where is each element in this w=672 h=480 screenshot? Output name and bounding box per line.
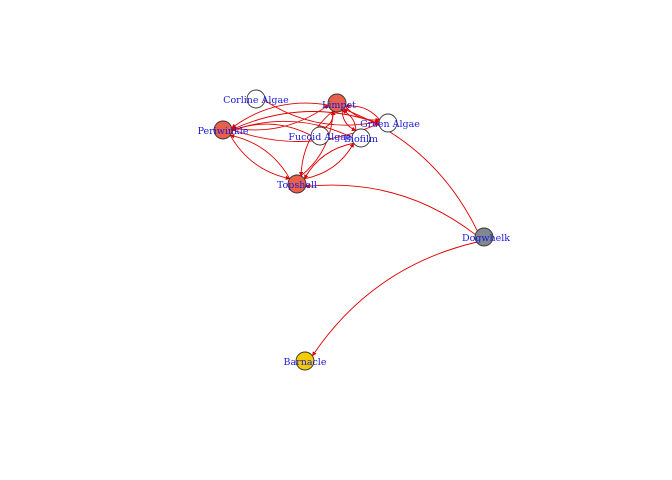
node-topshell	[287, 174, 307, 194]
node-coralline	[246, 89, 266, 109]
node-periwinkle	[213, 120, 233, 140]
node-label-green: Green Algae	[360, 119, 420, 130]
edge-limpet-to-periwinkle	[231, 102, 329, 129]
edge-topshell-to-periwinkle	[229, 133, 291, 179]
edge-dogwhelk-to-limpet	[343, 108, 478, 232]
node-dogwhelk	[474, 227, 494, 247]
edge-periwinkle-to-topshell	[229, 135, 291, 181]
edge-biofilm-to-topshell	[303, 142, 354, 180]
edge-topshell-to-biofilm	[304, 142, 355, 180]
node-biofilm	[351, 128, 371, 148]
edge-green-to-limpet	[344, 103, 380, 121]
node-label-periwinkle: Periwinkle	[198, 126, 249, 137]
edge-coralline-to-green	[264, 100, 380, 126]
node-fucoid	[310, 126, 330, 146]
node-label-coralline: Corline Algae	[223, 95, 289, 106]
node-label-dogwhelk: Dogwhelk	[462, 233, 510, 244]
edge-fucoid-to-periwinkle	[231, 123, 312, 136]
edge-green-to-periwinkle	[231, 111, 380, 131]
edge-dogwhelk-to-topshell	[305, 183, 476, 235]
node-label-fucoid: Fucoid Algae	[288, 132, 352, 143]
edge-limpet-to-topshell	[298, 110, 334, 177]
edge-dogwhelk-to-barnacle	[312, 241, 477, 357]
node-green	[378, 113, 398, 133]
node-label-topshell: Topshell	[277, 180, 317, 191]
edges-layer	[229, 100, 478, 357]
node-label-barnacle: Barnacle	[284, 357, 327, 368]
node-limpet	[327, 93, 347, 113]
node-barnacle	[295, 351, 315, 371]
nodes-layer	[213, 89, 494, 371]
node-label-limpet: Limpet	[322, 100, 356, 111]
edge-fucoid-to-limpet	[323, 110, 336, 129]
node-label-biofilm: Biofilm	[344, 134, 378, 145]
